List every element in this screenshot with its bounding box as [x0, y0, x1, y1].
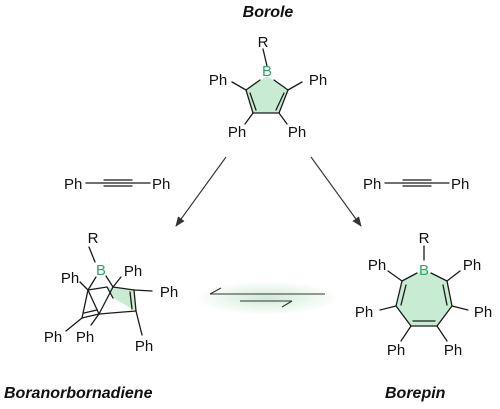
borepin-ph-2: Ph: [463, 257, 481, 274]
boranorbornadiene-r-group: R: [88, 230, 99, 247]
reagent-diphenylacetylene-right: Ph Ph: [363, 176, 469, 193]
title-borole: Borole: [243, 4, 294, 21]
arrow-to-boranorbornadiene: [175, 156, 227, 227]
boranorbornadiene-ph-6: Ph: [135, 338, 153, 355]
borole-ph-left: Ph: [209, 72, 227, 89]
reagent-left-ph-start: Ph: [64, 176, 82, 193]
arrow-to-borepin: [310, 156, 362, 227]
title-boranorbornadiene: Boranorbornadiene: [4, 385, 153, 402]
reagent-right-ph-end: Ph: [451, 176, 469, 193]
reagent-right-ph-start: Ph: [363, 176, 381, 193]
reagent-diphenylacetylene-left: Ph Ph: [64, 176, 170, 193]
borepin-r-group: R: [419, 230, 430, 247]
borepin-ph-6: Ph: [444, 342, 462, 359]
borepin-ph-1: Ph: [368, 257, 386, 274]
boranorbornadiene-ph-5: Ph: [76, 329, 94, 346]
borepin-structure: B R Ph Ph Ph Ph Ph Ph: [355, 230, 492, 359]
borole-boron-atom: B: [262, 63, 272, 80]
boranorbornadiene-ph-4: Ph: [44, 329, 62, 346]
boranorbornadiene-boron-atom: B: [96, 262, 106, 279]
borole-ring-fill: [246, 76, 288, 113]
title-borepin: Borepin: [385, 385, 446, 402]
borepin-boron-atom: B: [419, 262, 429, 279]
borole-ph-right: Ph: [309, 72, 327, 89]
borepin-ring-fill: [396, 270, 452, 326]
borole-r-group: R: [258, 34, 269, 51]
equilibrium-arrows: [209, 287, 325, 308]
equilibrium-glow: [195, 281, 339, 315]
boranorbornadiene-ph-2: Ph: [124, 263, 142, 280]
borepin-ph-5: Ph: [387, 342, 405, 359]
borole-ph-bottom-left: Ph: [228, 124, 246, 141]
boranorbornadiene-face-fill: [107, 287, 136, 311]
borole-ph-bottom-right: Ph: [288, 124, 306, 141]
boranorbornadiene-structure: B R Ph Ph Ph Ph Ph Ph: [44, 230, 178, 355]
borepin-ph-4: Ph: [474, 304, 492, 321]
boranorbornadiene-ph-3: Ph: [160, 284, 178, 301]
boranorbornadiene-ph-1: Ph: [61, 270, 79, 287]
borole-structure: B R Ph Ph Ph Ph: [209, 34, 327, 141]
borepin-ph-3: Ph: [355, 304, 373, 321]
reagent-left-ph-end: Ph: [152, 176, 170, 193]
